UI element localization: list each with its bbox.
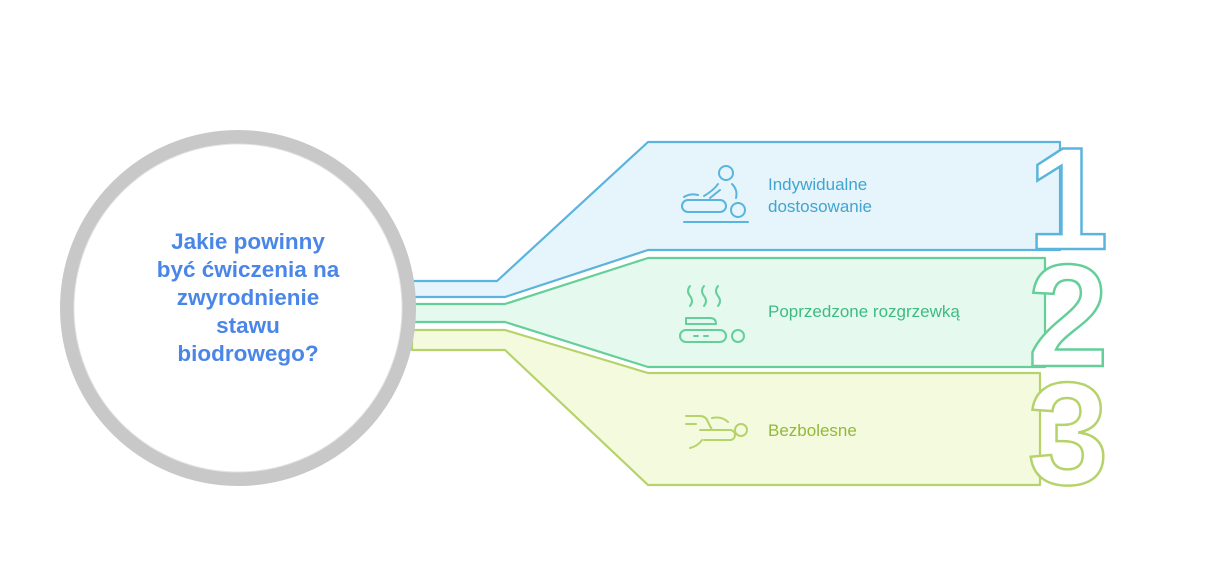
central-question: Jakie powinny być ćwiczenia na zwyrodnie… — [100, 228, 396, 368]
heat-warmup-icon — [679, 285, 745, 343]
item-3-label: Bezbolesne — [768, 420, 918, 442]
item-2-label-line: Poprzedzone rozgrzewką — [768, 302, 960, 321]
question-line: biodrowego? — [177, 341, 319, 366]
question-line: być ćwiczenia na — [156, 257, 340, 282]
item-3-label-line: Bezbolesne — [768, 421, 857, 440]
number-3: 3 — [1027, 352, 1108, 515]
stretching-exercise-icon — [685, 415, 748, 449]
item-2-label: Poprzedzone rozgrzewką — [768, 301, 1008, 323]
number-1: 1 — [1027, 117, 1108, 280]
question-line: zwyrodnienie — [176, 285, 320, 310]
band-3-shape — [410, 328, 1042, 487]
item-1-label-line: Indywidualne — [768, 175, 868, 194]
question-circle-inner-edge — [73, 143, 403, 473]
question-circle — [60, 130, 416, 486]
number-2: 2 — [1027, 234, 1108, 397]
band-2-shape — [410, 256, 1047, 369]
item-1-label: Indywidualne dostosowanie — [768, 174, 918, 218]
question-line: stawu — [216, 313, 280, 338]
massage-icon — [681, 165, 749, 223]
item-1-label-line: dostosowanie — [768, 197, 872, 216]
band-1-shape — [410, 140, 1062, 299]
question-line: Jakie powinny — [171, 229, 325, 254]
